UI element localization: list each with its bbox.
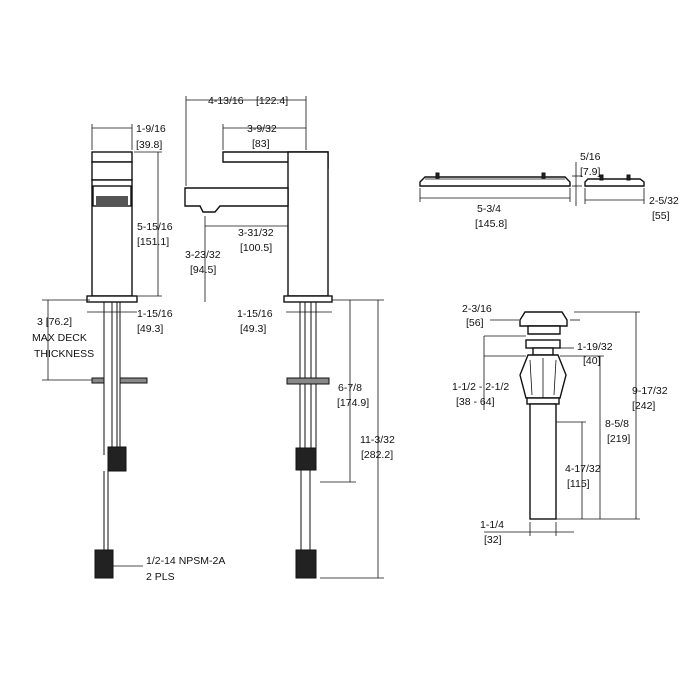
drain-body-mm-label: [219] [607, 433, 630, 445]
deck-thickness-label-3: THICKNESS [34, 348, 94, 360]
plate-width-label: 5-3/4 [477, 203, 501, 215]
drain-cap-label: 2-3/16 [462, 303, 492, 315]
front-height-label: 5-15/16 [137, 221, 173, 233]
total-length-mm-label: [282.2] [361, 449, 393, 461]
plate-height-label: 5/16 [580, 151, 601, 163]
plate-depth-mm-label: [55] [652, 210, 670, 222]
side-base-label: 1-15/16 [237, 308, 273, 320]
front-width-label: 1-9/16 [136, 123, 166, 135]
plate-width-mm-label: [145.8] [475, 218, 507, 230]
handle-length-label: 3-9/32 [247, 123, 277, 135]
front-view-faucet [42, 124, 162, 579]
side-reach-label: 4-13/16 [208, 95, 244, 107]
drain-flange-label: 1-19/32 [577, 341, 613, 353]
drain-range-mm-label: [38 - 64] [456, 396, 495, 408]
front-base-label: 1-15/16 [137, 308, 173, 320]
side-base-mm-label: [49.3] [240, 323, 266, 335]
side-reach-mm-label: [122.4] [256, 95, 288, 107]
deck-thickness-label-2: MAX DECK [32, 332, 87, 344]
dimension-labels: 1-9/16 [39.8] 5-15/16 [151.1] 1-15/16 [4… [32, 95, 679, 583]
drain-body-label: 8-5/8 [605, 418, 629, 430]
drain-range-label: 1-1/2 - 2-1/2 [452, 381, 509, 393]
drain-total-mm-label: [242] [632, 400, 655, 412]
plate-height-mm-label: [7.9] [580, 166, 601, 178]
handle-length-mm-label: [83] [252, 138, 270, 150]
drain-cap-mm-label: [56] [466, 317, 484, 329]
drain-assembly [483, 311, 640, 536]
drain-tail-mm-label: [115] [567, 478, 590, 490]
drain-tail-label: 4-17/32 [565, 463, 601, 475]
front-width-mm-label: [39.8] [136, 139, 162, 151]
front-base-mm-label: [49.3] [137, 323, 163, 335]
shank-length-mm-label: [174.9] [337, 397, 369, 409]
total-length-label: 11-3/32 [360, 434, 395, 446]
front-height-mm-label: [151.1] [137, 236, 169, 248]
spout-height-mm-label: [94.5] [190, 264, 216, 276]
spout-reach-mm-label: [100.5] [240, 242, 272, 254]
shank-length-label: 6-7/8 [338, 382, 362, 394]
drain-total-label: 9-17/32 [632, 385, 668, 397]
side-view-faucet [184, 96, 384, 579]
plate-depth-label: 2-5/32 [649, 195, 679, 207]
drain-pipe-label: 1-1/4 [480, 519, 504, 531]
spout-reach-label: 3-31/32 [238, 227, 274, 239]
drain-pipe-mm-label: [32] [484, 534, 502, 546]
deck-thickness-label-1: 3 [76.2] [37, 316, 72, 328]
spout-height-label: 3-23/32 [185, 249, 221, 261]
deck-plate [419, 162, 645, 206]
drain-flange-mm-label: [40] [583, 355, 601, 367]
thread-label-1: 1/2-14 NPSM-2A [146, 555, 225, 567]
thread-label-2: 2 PLS [146, 571, 175, 583]
